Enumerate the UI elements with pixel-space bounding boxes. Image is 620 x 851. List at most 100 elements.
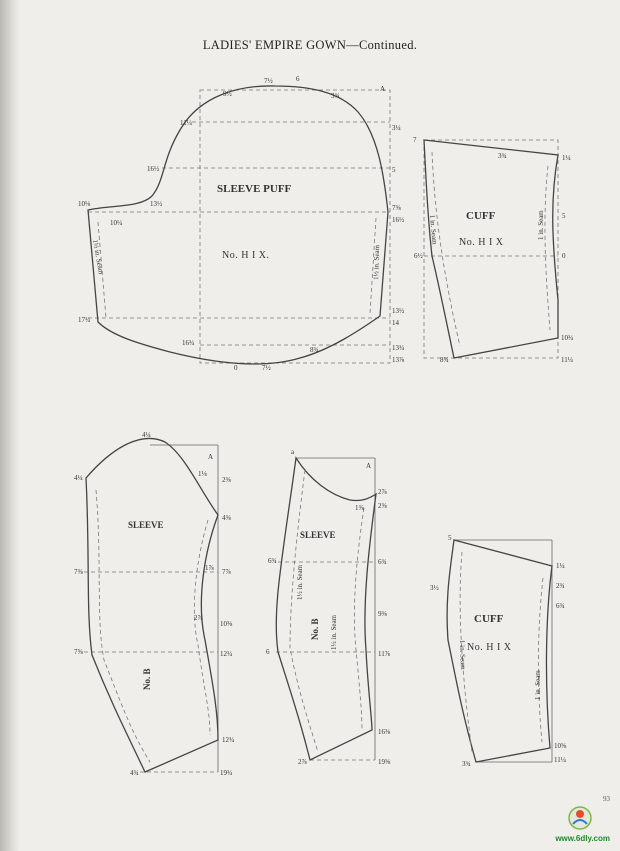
cuff-bottom-piece: CUFF No. H I X 5 1¼ 2¾ 3½ 6¾ 10⅝ 11¼ 3¾ … (430, 534, 567, 768)
measure-mark: 7⅜ (74, 568, 84, 576)
measure-mark: 11¼ (561, 356, 573, 364)
measure-mark: 5 (562, 212, 566, 220)
measure-mark: 10¾ (561, 334, 573, 342)
measure-mark: 11⅞ (378, 650, 391, 658)
measure-mark: 0 (562, 252, 566, 260)
measure-mark: 14 (392, 319, 400, 327)
cuff-top-outline (423, 139, 559, 359)
measure-mark: 5 (392, 166, 396, 174)
measure-mark: 10⅜ (220, 620, 233, 628)
watermark-logo (568, 806, 592, 830)
seam-note: 1 in. Seam (458, 640, 467, 671)
sleeve-puff-outline (87, 85, 389, 365)
sleeve-upper-name: SLEEVE (300, 530, 336, 540)
cuff-bottom-number: No. H I X (467, 642, 512, 653)
measure-mark: 4¾ (130, 769, 139, 777)
sleeve-puff-piece: SLEEVE PUFF No. H I X. 7½ 6 9½ 3¾ A 11¼ … (78, 75, 405, 372)
measure-mark: 10⅝ (554, 742, 567, 750)
measure-mark: 3¼ (392, 124, 401, 132)
measure-mark: 1⅛ (198, 470, 208, 478)
measure-mark: 8¾ (310, 346, 319, 354)
measure-mark: 9⅜ (378, 610, 388, 618)
measure-mark: 4¼ (142, 431, 151, 439)
cuff-bottom-name: CUFF (474, 613, 504, 625)
corner-mark-a: A (366, 462, 371, 470)
sleeve-puff-frame (199, 89, 391, 364)
measure-mark: 4¼ (74, 474, 83, 482)
seam-allowance-line (289, 469, 319, 753)
seam-note: 1 in. Seam (428, 214, 439, 245)
measure-mark: 7½ (264, 77, 273, 85)
measure-mark: 13⅞ (392, 356, 405, 364)
measure-mark: 7 (413, 136, 417, 144)
measure-mark: 3½ (430, 584, 439, 592)
sleeve-puff-number: No. H I X. (222, 250, 270, 261)
seam-note: 1½ in. Seam (296, 564, 304, 600)
measure-mark: 2⅞ (378, 488, 388, 496)
measure-mark: 6¾ (378, 558, 387, 566)
sleeve-under-name: SLEEVE (128, 520, 164, 530)
measure-mark: 1¼ (556, 562, 565, 570)
sleeve-upper-outline (275, 456, 377, 761)
cuff-top-piece: CUFF No. H I X 7 3¾ 1¼ 5 6½ 0 8¾ 10¾ 11¼… (413, 136, 573, 364)
sleeve-upper-number: No. B (310, 618, 320, 640)
measure-mark: 16½ (147, 165, 159, 173)
measure-mark: 7⅞ (222, 568, 232, 576)
seam-allowance-line (97, 217, 377, 319)
measure-mark: 3¾ (331, 92, 340, 100)
measure-mark: 2⅞ (298, 758, 308, 766)
measure-mark: 2¾ (556, 582, 565, 590)
seam-allowance-line (193, 519, 211, 736)
cuff-top-name: CUFF (466, 210, 496, 222)
measure-mark: 19⅝ (378, 758, 391, 766)
measure-mark: 13¾ (392, 344, 404, 352)
watermark-text: www.6dly.com (555, 834, 610, 843)
measure-mark: 6¾ (556, 602, 565, 610)
measure-mark: 3¾ (498, 152, 507, 160)
measure-mark: 12¾ (220, 650, 232, 658)
measure-mark: 12¾ (222, 736, 234, 744)
cuff-top-number: No. H I X (459, 237, 504, 248)
measure-mark: 13½ (150, 200, 162, 208)
measure-mark: 16½ (392, 216, 404, 224)
measure-mark: 1⅞ (205, 564, 215, 572)
seam-allowance-line (459, 551, 544, 753)
measure-mark: 19¾ (220, 769, 232, 777)
seam-note: 1½ in. Seam (330, 614, 338, 650)
corner-mark-a: A (380, 85, 385, 93)
measure-mark: 16¾ (182, 339, 194, 347)
measure-mark: 6½ (414, 252, 423, 260)
measure-mark: 1¼ (562, 154, 571, 162)
sleeve-puff-name: SLEEVE PUFF (217, 183, 292, 195)
seam-allowance-line (95, 489, 151, 763)
book-spine-shadow (0, 0, 20, 851)
sleeve-upper-piece: SLEEVE No. B a A 1⅜ 2⅞ 2⅜ 6¾ 6¾ 9⅜ 6 11⅞… (266, 448, 391, 766)
measure-mark: 7⅜ (392, 204, 402, 212)
sleeve-under-outline (85, 437, 219, 773)
cuff-frame (423, 139, 559, 359)
seam-allowance-line (354, 507, 365, 731)
measure-mark: 11¼ (554, 756, 566, 764)
seam-note: 1 in. Seam (534, 670, 542, 700)
measure-mark: 7⅝ (74, 648, 84, 656)
corner-mark-a: A (208, 453, 213, 461)
sleeve-under-piece: SLEEVE No. B 4¼ A 4¼ 1⅛ 2⅜ 4⅜ 7⅜ 1⅞ 7⅞ 2… (74, 431, 234, 777)
measure-mark: 5 (448, 534, 452, 542)
measure-mark: 13½ (392, 307, 404, 315)
measure-mark: 2⅜ (222, 476, 232, 484)
seam-note: 1½ in. Seam (372, 244, 381, 280)
measure-mark: 10¼ (110, 219, 122, 227)
measure-mark: 11¼ (180, 119, 192, 127)
page-number: 93 (603, 795, 610, 803)
measure-mark: 17¾ (78, 316, 90, 324)
measure-mark: 10⅛ (78, 200, 91, 208)
measure-mark: 7½ (262, 364, 271, 372)
measure-mark: 6¾ (268, 557, 277, 565)
measure-mark: 16⅜ (378, 728, 391, 736)
measure-mark: a (291, 448, 295, 456)
measure-mark: 4⅜ (222, 514, 232, 522)
cuff-bottom-outline (446, 539, 553, 763)
measure-mark: 3¾ (462, 760, 471, 768)
